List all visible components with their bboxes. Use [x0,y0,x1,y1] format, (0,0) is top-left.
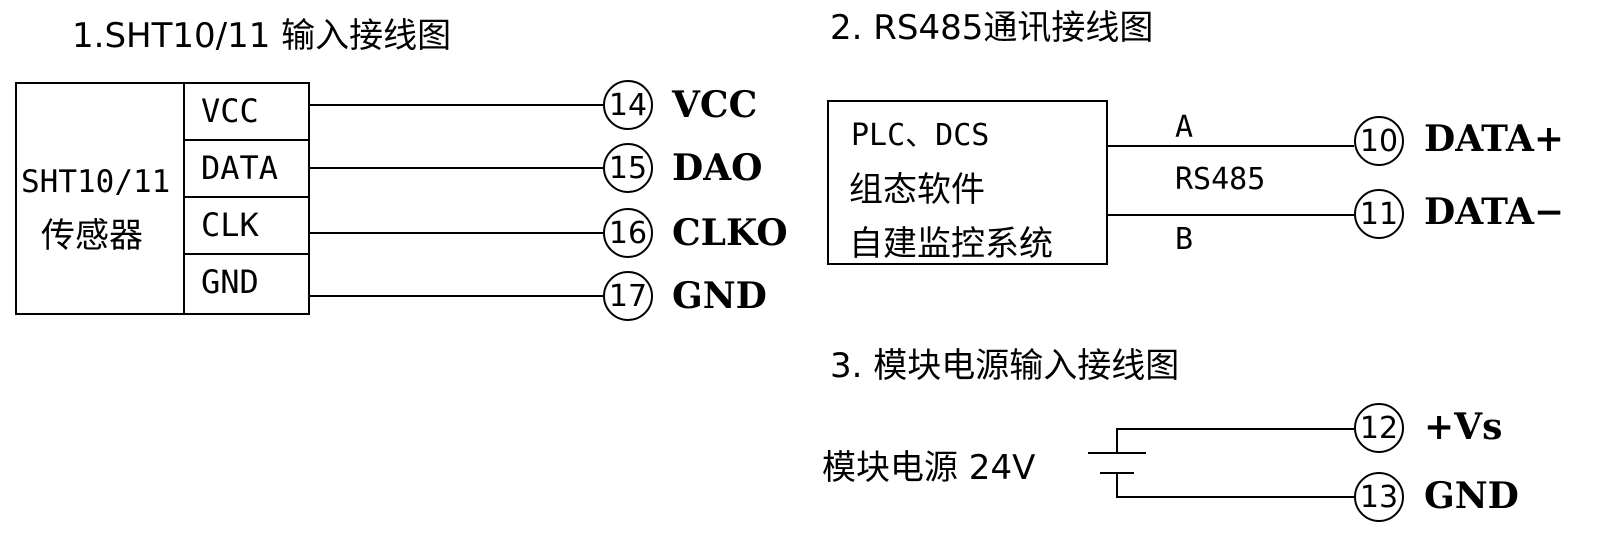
label-dao: DAO [672,147,763,189]
battery-lead-bottom [1116,472,1118,498]
controller-line-2: 组态软件 [849,170,985,210]
battery-lead-top [1116,428,1118,452]
controller-line-3: 自建监控系统 [849,224,1053,264]
rs485-label: RS485 [1175,162,1266,197]
sensor-block: SHT10/11 传感器 VCC DATA CLK GND [15,82,310,315]
wire-gnd [310,295,603,297]
pin-table: VCC DATA CLK GND [185,84,308,313]
terminal-14: 14 [603,80,653,130]
sensor-model: SHT10/11 [21,164,171,200]
terminal-12: 12 [1354,403,1404,453]
pin-clk: CLK [185,198,308,255]
label-gnd-2: GND [1424,475,1519,517]
label-vs: +Vs [1424,406,1503,448]
terminal-13: 13 [1354,472,1404,522]
label-clko: CLKO [672,212,788,254]
wire-vs [1116,428,1354,430]
section1-title: 1.SHT10/11 输入接线图 [72,16,452,56]
label-gnd-1: GND [672,275,767,317]
terminal-17: 17 [603,271,653,321]
wire-clk [310,232,603,234]
wire-data [310,167,603,169]
terminal-10: 10 [1354,116,1404,166]
battery-plate-long [1088,452,1146,454]
wire-gnd-2 [1116,496,1354,498]
label-vcc: VCC [672,84,758,126]
pin-vcc: VCC [185,84,308,141]
terminal-15: 15 [603,143,653,193]
label-data-plus: DATA+ [1424,118,1565,160]
controller-box: PLC、DCS 组态软件 自建监控系统 [827,100,1108,265]
wire-data-plus [1108,145,1354,147]
power-source-label: 模块电源 24V [822,448,1036,488]
sensor-label-area: SHT10/11 传感器 [17,84,185,313]
wire-data-minus [1108,214,1354,216]
pin-gnd: GND [201,263,259,301]
wire-vcc [310,104,603,106]
section2-title: 2. RS485通讯接线图 [830,8,1154,48]
section3-title: 3. 模块电源输入接线图 [830,346,1180,386]
label-data-minus: DATA− [1424,191,1565,233]
terminal-16: 16 [603,208,653,258]
pin-data: DATA [185,141,308,198]
sensor-name: 传感器 [41,216,143,256]
terminal-11: 11 [1354,189,1404,239]
line-b-label: B [1175,222,1194,257]
controller-line-1: PLC、DCS [851,118,990,153]
line-a-label: A [1175,110,1194,145]
